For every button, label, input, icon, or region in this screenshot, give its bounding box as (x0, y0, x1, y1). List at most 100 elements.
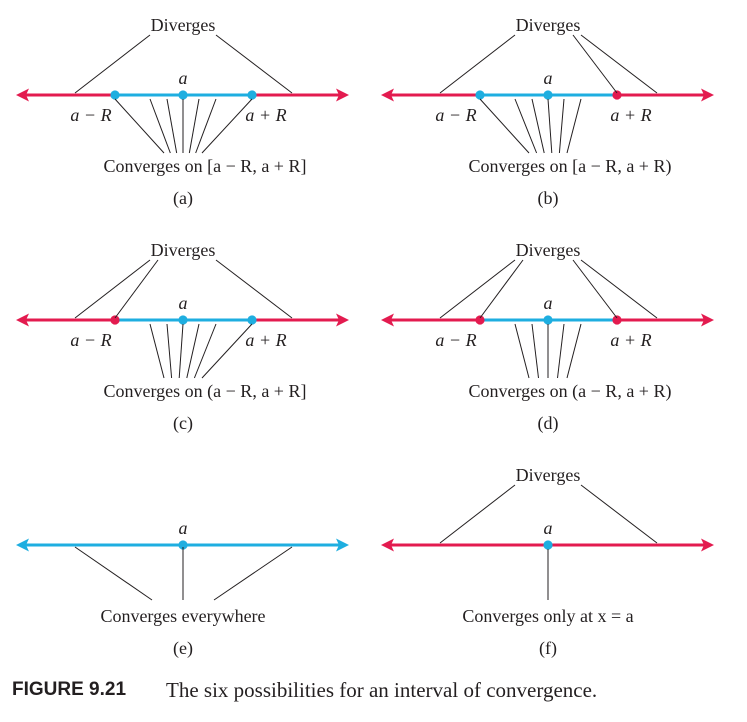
right-arrow (701, 88, 714, 102)
converge-leader (188, 98, 200, 154)
converge-leader (547, 98, 553, 154)
left-endpoint-label: a − R (70, 105, 111, 125)
panel-tag: (c) (173, 413, 193, 434)
right-endpoint-label: a + R (245, 105, 286, 125)
right-endpoint-label: a + R (610, 330, 651, 350)
converge-leader (557, 323, 565, 379)
panel-tag: (f) (539, 638, 557, 659)
diverge-leader (439, 259, 516, 319)
diverges-label: Diverges (151, 240, 216, 260)
right-arrow (336, 88, 349, 102)
left-endpoint (475, 90, 485, 100)
diverge-leader (572, 34, 618, 94)
converge-leader (149, 98, 171, 154)
diverge-leader (572, 259, 618, 319)
converge-leader (195, 98, 217, 154)
converge-leader (213, 546, 293, 601)
left-arrow (381, 538, 394, 552)
converge-leader (531, 98, 545, 154)
diverges-label: Diverges (516, 15, 581, 35)
center-point (178, 315, 188, 325)
converge-leader (166, 98, 178, 154)
center-point (543, 90, 553, 100)
right-arrow (701, 538, 714, 552)
center-point (543, 540, 553, 550)
diverges-label: Diverges (516, 240, 581, 260)
diverges-label: Diverges (151, 15, 216, 35)
converge-leader (566, 98, 582, 154)
center-label: a (544, 68, 553, 88)
right-endpoint-label: a + R (245, 330, 286, 350)
converge-leader (201, 323, 253, 379)
center-point (543, 315, 553, 325)
left-endpoint (110, 315, 120, 325)
converges-label: Converges everywhere (100, 606, 265, 626)
converges-label: Converges on [a − R, a + R) (469, 156, 672, 177)
panel-tag: (a) (173, 188, 193, 209)
converge-leader (479, 98, 530, 154)
left-arrow (16, 313, 29, 327)
diverge-leader (580, 259, 658, 319)
converges-label: Converges on (a − R, a + R) (469, 381, 672, 402)
diverge-leader (479, 259, 524, 319)
center-label: a (544, 518, 553, 538)
figure-caption-label: FIGURE 9.21 (12, 679, 127, 700)
right-arrow (336, 538, 349, 552)
diverge-leader (580, 34, 658, 94)
right-endpoint-label: a + R (610, 105, 651, 125)
right-endpoint (247, 315, 257, 325)
converges-label: Converges only at x = a (462, 606, 633, 626)
converge-leader (178, 323, 184, 379)
diverge-leader (215, 259, 293, 319)
figure-caption-text: The six possibilities for an interval of… (166, 678, 598, 702)
converge-leader (558, 98, 565, 154)
converge-leader (566, 323, 582, 379)
left-endpoint-label: a − R (435, 330, 476, 350)
center-label: a (179, 518, 188, 538)
panel-tag: (e) (173, 638, 193, 659)
converge-leader (149, 323, 165, 379)
converge-leader (193, 323, 217, 379)
center-label: a (179, 293, 188, 313)
center-point (178, 90, 188, 100)
center-label: a (544, 293, 553, 313)
panel-tag: (b) (538, 188, 559, 209)
diverge-leader (114, 259, 159, 319)
converge-leader (201, 98, 253, 154)
left-arrow (381, 313, 394, 327)
diverge-leader (439, 484, 516, 544)
diverge-leader (74, 259, 151, 319)
left-endpoint-label: a − R (435, 105, 476, 125)
converge-leader (166, 323, 173, 379)
left-endpoint-label: a − R (70, 330, 111, 350)
diverge-leader (74, 34, 151, 94)
converge-leader (114, 98, 165, 154)
panel-tag: (d) (538, 413, 559, 434)
converge-leader (531, 323, 539, 379)
left-arrow (16, 88, 29, 102)
center-label: a (179, 68, 188, 88)
diverge-leader (439, 34, 516, 94)
diverge-leader (215, 34, 293, 94)
diverge-leader (580, 484, 658, 544)
left-endpoint (475, 315, 485, 325)
left-arrow (16, 538, 29, 552)
converges-label: Converges on [a − R, a + R] (104, 156, 307, 176)
converge-leader (514, 323, 530, 379)
center-point (178, 540, 188, 550)
right-arrow (336, 313, 349, 327)
converges-label: Converges on (a − R, a + R] (104, 381, 307, 402)
right-arrow (701, 313, 714, 327)
right-endpoint (612, 90, 622, 100)
diverges-label: Diverges (516, 465, 581, 485)
right-endpoint (247, 90, 257, 100)
right-endpoint (612, 315, 622, 325)
converge-leader (514, 98, 538, 154)
